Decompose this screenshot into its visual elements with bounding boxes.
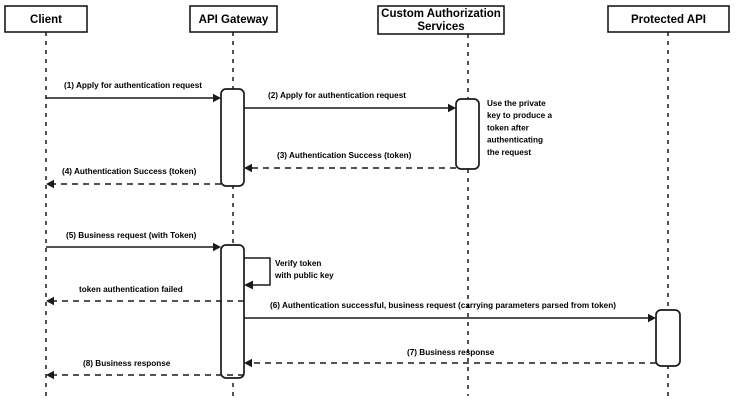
self-message-label-line1: Verify token — [275, 259, 321, 268]
participant-label: API Gateway — [199, 14, 269, 26]
note-layer: Use the private key to produce a token aft… — [487, 99, 553, 157]
message-label-2: (2) Apply for authentication request — [268, 91, 406, 100]
message-8: (8) Business response — [46, 359, 244, 380]
participant-label-line2: Services — [417, 21, 464, 33]
message-1: (1) Apply for authentication request — [46, 81, 221, 103]
note-line-3: token after — [487, 123, 530, 132]
message-7: (7) Business response — [244, 348, 656, 368]
message-label-1: (1) Apply for authentication request — [64, 81, 202, 90]
activation-bar-gw-auth — [220, 88, 245, 187]
participant-headers-layer: Client API Gateway Custom AuthorizationSer… — [4, 5, 730, 35]
message-5: (5) Business request (with Token) — [46, 231, 221, 252]
activation-bar-protected-api-act — [655, 309, 681, 367]
message-arrowhead-8 — [46, 370, 54, 380]
lifelines-layer — [45, 32, 669, 396]
message-arrowhead-failed — [46, 296, 54, 306]
messages-layer: (1) Apply for authentication request (2) … — [46, 81, 656, 380]
participant-label-line1: Custom Authorization — [381, 8, 501, 20]
message-failed: token authentication failed — [46, 285, 244, 306]
message-arrowhead-1 — [213, 93, 221, 103]
self-message-layer: Verify token with public key — [244, 257, 334, 290]
participant-api-gateway[interactable]: API Gateway — [189, 5, 278, 33]
self-message-arrowhead — [244, 280, 253, 290]
message-label-7: (7) Business response — [407, 348, 495, 357]
participant-label: Protected API — [631, 14, 706, 26]
self-message-verify-token: Verify token with public key — [244, 257, 334, 290]
message-label-8: (8) Business response — [83, 359, 171, 368]
participant-label: Client — [30, 14, 62, 26]
note-line-1: Use the private — [487, 99, 546, 108]
message-3: (3) Authentication Success (token) — [244, 151, 456, 173]
message-arrowhead-4 — [46, 179, 54, 189]
self-message-path — [244, 257, 271, 286]
message-arrowhead-3 — [244, 163, 252, 173]
participant-protected-api[interactable]: Protected API — [607, 5, 730, 33]
message-6: (6) Authentication successful, business … — [244, 301, 656, 323]
message-arrowhead-2 — [448, 103, 456, 113]
message-label-4: (4) Authentication Success (token) — [62, 167, 197, 176]
participant-client[interactable]: Client — [4, 5, 88, 33]
note-line-2: key to produce a — [487, 111, 553, 120]
activations-layer — [220, 88, 681, 379]
note-private-key-note: Use the private key to produce a token aft… — [487, 99, 553, 157]
message-arrowhead-5 — [213, 242, 221, 252]
message-label-6: (6) Authentication successful, business … — [270, 301, 616, 310]
message-label-3: (3) Authentication Success (token) — [277, 151, 412, 160]
activation-bar-auth-svc — [455, 98, 480, 170]
message-label-failed: token authentication failed — [79, 285, 183, 294]
message-label-5: (5) Business request (with Token) — [66, 231, 197, 240]
activation-bar-gw-business — [220, 244, 245, 379]
message-arrowhead-6 — [648, 313, 656, 323]
message-arrowhead-7 — [244, 358, 252, 368]
message-4: (4) Authentication Success (token) — [46, 167, 221, 189]
note-line-5: the request — [487, 148, 531, 157]
note-line-4: authenticating — [487, 136, 543, 145]
self-message-label-line2: with public key — [274, 271, 334, 280]
message-2: (2) Apply for authentication request — [244, 91, 456, 113]
